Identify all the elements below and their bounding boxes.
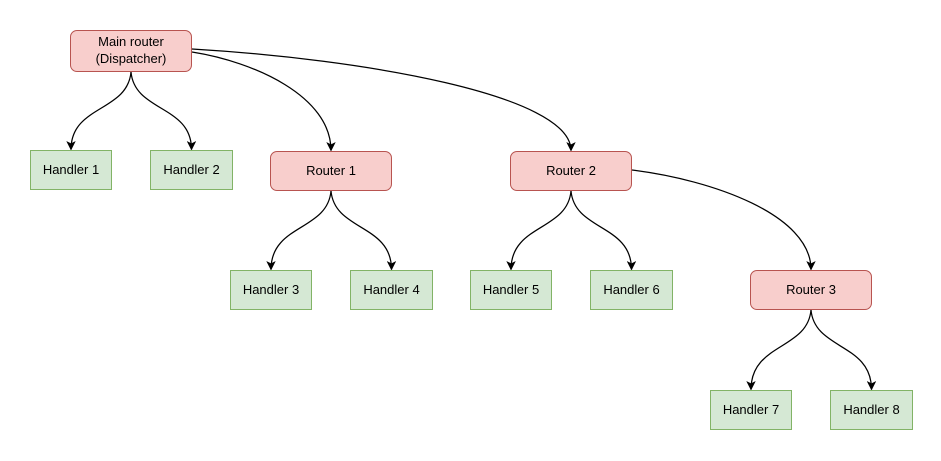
edge-router-2-to-handler-5 bbox=[506, 190, 572, 271]
edge-router-1-to-handler-3 bbox=[266, 190, 332, 271]
node-main-router: Main router (Dispatcher) bbox=[70, 30, 192, 72]
edge-router-1-to-handler-4 bbox=[330, 190, 397, 271]
node-handler-5: Handler 5 bbox=[470, 270, 552, 310]
node-handler-1: Handler 1 bbox=[30, 150, 112, 190]
node-label-handler-3: Handler 3 bbox=[242, 281, 300, 297]
edge-main-router-to-handler-2 bbox=[130, 71, 197, 151]
node-handler-8: Handler 8 bbox=[830, 390, 913, 430]
edge-main-router-to-router-1 bbox=[191, 51, 336, 152]
node-handler-3: Handler 3 bbox=[230, 270, 312, 310]
node-handler-2: Handler 2 bbox=[150, 150, 233, 190]
edge-main-router-to-router-2 bbox=[191, 48, 576, 152]
node-label-handler-8: Handler 8 bbox=[843, 401, 900, 417]
edge-router-3-to-handler-8 bbox=[810, 309, 877, 391]
node-label-main-router: Main router (Dispatcher) bbox=[95, 34, 167, 66]
node-label-handler-7: Handler 7 bbox=[722, 401, 780, 417]
node-label-handler-2: Handler 2 bbox=[163, 161, 220, 177]
node-label-router-1: Router 1 bbox=[306, 162, 356, 178]
node-label-handler-1: Handler 1 bbox=[42, 161, 100, 177]
node-label-handler-6: Handler 6 bbox=[603, 281, 660, 297]
node-handler-7: Handler 7 bbox=[710, 390, 792, 430]
edge-main-router-to-handler-1 bbox=[66, 71, 132, 151]
node-label-router-2: Router 2 bbox=[546, 162, 596, 178]
node-router-3: Router 3 bbox=[750, 270, 872, 310]
node-router-1: Router 1 bbox=[270, 151, 392, 191]
edge-router-2-to-router-3 bbox=[631, 169, 816, 271]
edge-router-3-to-handler-7 bbox=[746, 309, 812, 391]
node-label-handler-5: Handler 5 bbox=[482, 281, 540, 297]
node-handler-4: Handler 4 bbox=[350, 270, 433, 310]
node-router-2: Router 2 bbox=[510, 151, 632, 191]
node-label-handler-4: Handler 4 bbox=[363, 281, 420, 297]
edge-router-2-to-handler-6 bbox=[570, 190, 637, 271]
node-label-router-3: Router 3 bbox=[786, 281, 836, 297]
node-handler-6: Handler 6 bbox=[590, 270, 673, 310]
